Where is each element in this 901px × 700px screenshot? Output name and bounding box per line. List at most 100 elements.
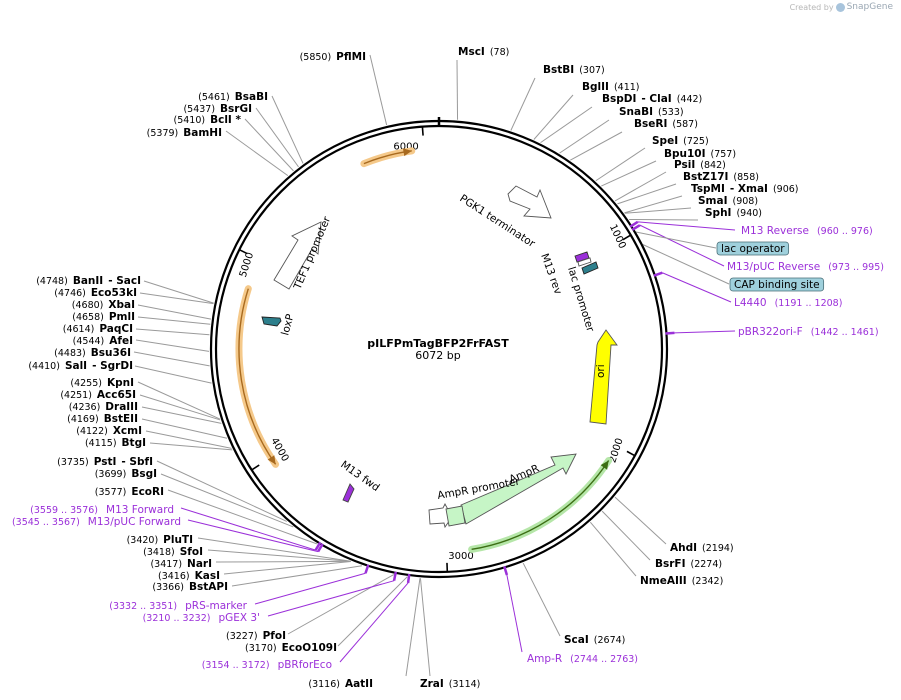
enzyme-site-label[interactable]: SmaI(908) (698, 195, 758, 207)
enzyme-leader (510, 77, 536, 131)
enzyme-site-label[interactable]: Bpu10I(757) (664, 148, 736, 160)
enzyme-site-label[interactable]: SphI(940) (705, 207, 762, 219)
enzyme-site-label[interactable]: BspDI- ClaI(442) (602, 93, 702, 105)
enzyme-leader (624, 207, 692, 214)
enzyme-site-label[interactable]: BsaBI(5461) (198, 91, 268, 103)
enzyme-site-label[interactable]: XcmI(4122) (76, 425, 142, 437)
enzyme-site-label[interactable]: PaqCI(4614) (63, 323, 133, 335)
enzyme-site-label[interactable]: SnaBI(533) (619, 106, 684, 118)
primer-name: Amp-R (527, 653, 562, 665)
enzyme-site-label[interactable]: KasI(3416) (158, 570, 220, 582)
enzyme-name: Acc65I (97, 389, 136, 401)
enzyme-site-label[interactable]: PsiI(842) (674, 159, 726, 171)
feature-label: M13 fwd (338, 459, 381, 494)
enzyme-leader (139, 394, 221, 421)
enzyme-name: TspMI (691, 183, 725, 195)
enzyme-position: (5437) (183, 104, 215, 115)
enzyme-position: (3366) (152, 582, 184, 593)
primer-label[interactable]: Amp-R(2744 .. 2763) (527, 653, 638, 665)
primer-leader (639, 224, 725, 267)
enzyme-position: (4544) (73, 336, 105, 347)
enzyme-name: KpnI (107, 377, 134, 389)
primer-name: pBRforEco (278, 659, 332, 671)
enzyme-leader (337, 576, 408, 647)
enzyme-site-label[interactable]: TspMI- XmaI(906) (691, 183, 798, 195)
primer-label[interactable]: M13 Forward(3559 .. 3576) (30, 504, 174, 516)
boxed-feature-label[interactable]: lac operator (716, 241, 790, 256)
primer-label[interactable]: M13/pUC Forward(3545 .. 3567) (12, 516, 181, 528)
enzyme-site-label[interactable]: BamHI(5379) (147, 127, 222, 139)
enzyme-site-label[interactable]: MscI(78) (458, 46, 509, 58)
enzyme-site-label[interactable]: Eco53kI(4746) (54, 287, 137, 299)
orange-band-left-strand (238, 288, 277, 465)
enzyme-site-label[interactable]: KpnI(4255) (70, 377, 134, 389)
enzyme-leader (629, 218, 699, 221)
enzyme-name: Eco53kI (91, 287, 137, 299)
enzyme-site-label[interactable]: DraIII(4236) (69, 401, 138, 413)
feature-label: M13 rev (538, 252, 564, 296)
enzyme-site-label[interactable]: XbaI(4680) (72, 299, 135, 311)
enzyme-leader (139, 292, 214, 305)
enzyme-position: (3699) (95, 469, 127, 480)
enzyme-site-label[interactable]: AatII(3116) (308, 678, 373, 690)
primer-binding-mark (392, 571, 398, 581)
enzyme-site-label[interactable]: PflMI(5850) (300, 51, 366, 63)
primer-label[interactable]: pBR322ori-F(1442 .. 1461) (738, 326, 879, 338)
enzyme-leader (135, 339, 210, 352)
enzyme-site-label[interactable]: BstAPI(3366) (152, 581, 228, 593)
primer-position: (960 .. 976) (817, 226, 873, 237)
enzyme-name: BamHI (183, 127, 222, 139)
primer-binding-mark (503, 566, 509, 576)
enzyme-site-label[interactable]: BstBI(307) (543, 64, 605, 76)
enzyme-leader (223, 560, 351, 575)
enzyme-site-label[interactable]: ScaI(2674) (564, 634, 625, 646)
enzyme-site-label[interactable]: NmeAIII(2342) (640, 575, 723, 587)
enzyme-site-label[interactable]: BsrGI(5437) (183, 103, 252, 115)
primer-label[interactable]: pGEX 3'(3210 .. 3232) (143, 612, 260, 624)
boxed-feature-label[interactable]: CAP binding site (729, 277, 825, 292)
primer-name: M13/pUC Forward (88, 516, 181, 528)
enzyme-site-label[interactable]: BstEII(4169) (67, 413, 138, 425)
enzyme-site-label[interactable]: BstZ17I(858) (683, 171, 759, 183)
enzyme-site-label[interactable]: PluTI(3420) (127, 534, 193, 546)
enzyme-site-label[interactable]: BsrFI(2274) (655, 558, 722, 570)
enzyme-site-label[interactable]: PfoI(3227) (226, 630, 286, 642)
enzyme-site-label[interactable]: BsgI(3699) (95, 468, 157, 480)
enzyme-site-label[interactable]: AhdI(2194) (670, 542, 734, 554)
enzyme-leader (145, 430, 232, 449)
enzyme-site-label[interactable]: AfeI(4544) (73, 335, 133, 347)
enzyme-site-label[interactable]: NarI(3417) (150, 558, 212, 570)
enzyme-site-label[interactable]: PmlI(4658) (72, 311, 135, 323)
enzyme-site-label[interactable]: ZraI(3114) (420, 678, 480, 690)
primer-position: (1442 .. 1461) (811, 327, 879, 338)
enzyme-site-label[interactable]: Acc65I(4251) (60, 389, 136, 401)
primer-label[interactable]: pRS-marker(3332 .. 3351) (109, 600, 247, 612)
enzyme-site-label[interactable]: BseRI(587) (634, 118, 698, 130)
enzyme-name: AatII (345, 678, 373, 690)
orange-band-left (235, 285, 280, 468)
primer-label[interactable]: pBRforEco(3154 .. 3172) (202, 659, 332, 671)
scale-tick (251, 464, 260, 471)
enzyme-site-label[interactable]: EcoO109I(3170) (245, 642, 337, 654)
enzyme-name: BanII (73, 275, 103, 287)
primer-label[interactable]: M13/pUC Reverse(973 .. 995) (727, 261, 884, 273)
enzyme-name: NmeAIII (640, 575, 687, 587)
enzyme-site-label[interactable]: EcoRI(3577) (95, 486, 164, 498)
enzyme-site-label[interactable]: BglII(411) (582, 81, 639, 93)
enzyme-leader (225, 130, 289, 177)
enzyme-position: (3227) (226, 631, 258, 642)
enzyme-site-label[interactable]: BclI *(5410) (174, 114, 242, 126)
enzyme-leader (589, 521, 637, 577)
feature-box (729, 277, 825, 292)
enzyme-site-label[interactable]: SfoI(3418) (143, 546, 203, 558)
enzyme-site-label[interactable]: Bsu36I(4483) (54, 347, 131, 359)
enzyme-site-label[interactable]: BtgI(4115) (85, 437, 146, 449)
enzyme-site-label[interactable]: SpeI(725) (652, 135, 709, 147)
primer-label[interactable]: M13 Reverse(960 .. 976) (741, 225, 873, 237)
enzyme-leader (231, 565, 363, 587)
primer-label[interactable]: L4440(1191 .. 1208) (734, 297, 842, 309)
enzyme-leader (149, 442, 233, 451)
